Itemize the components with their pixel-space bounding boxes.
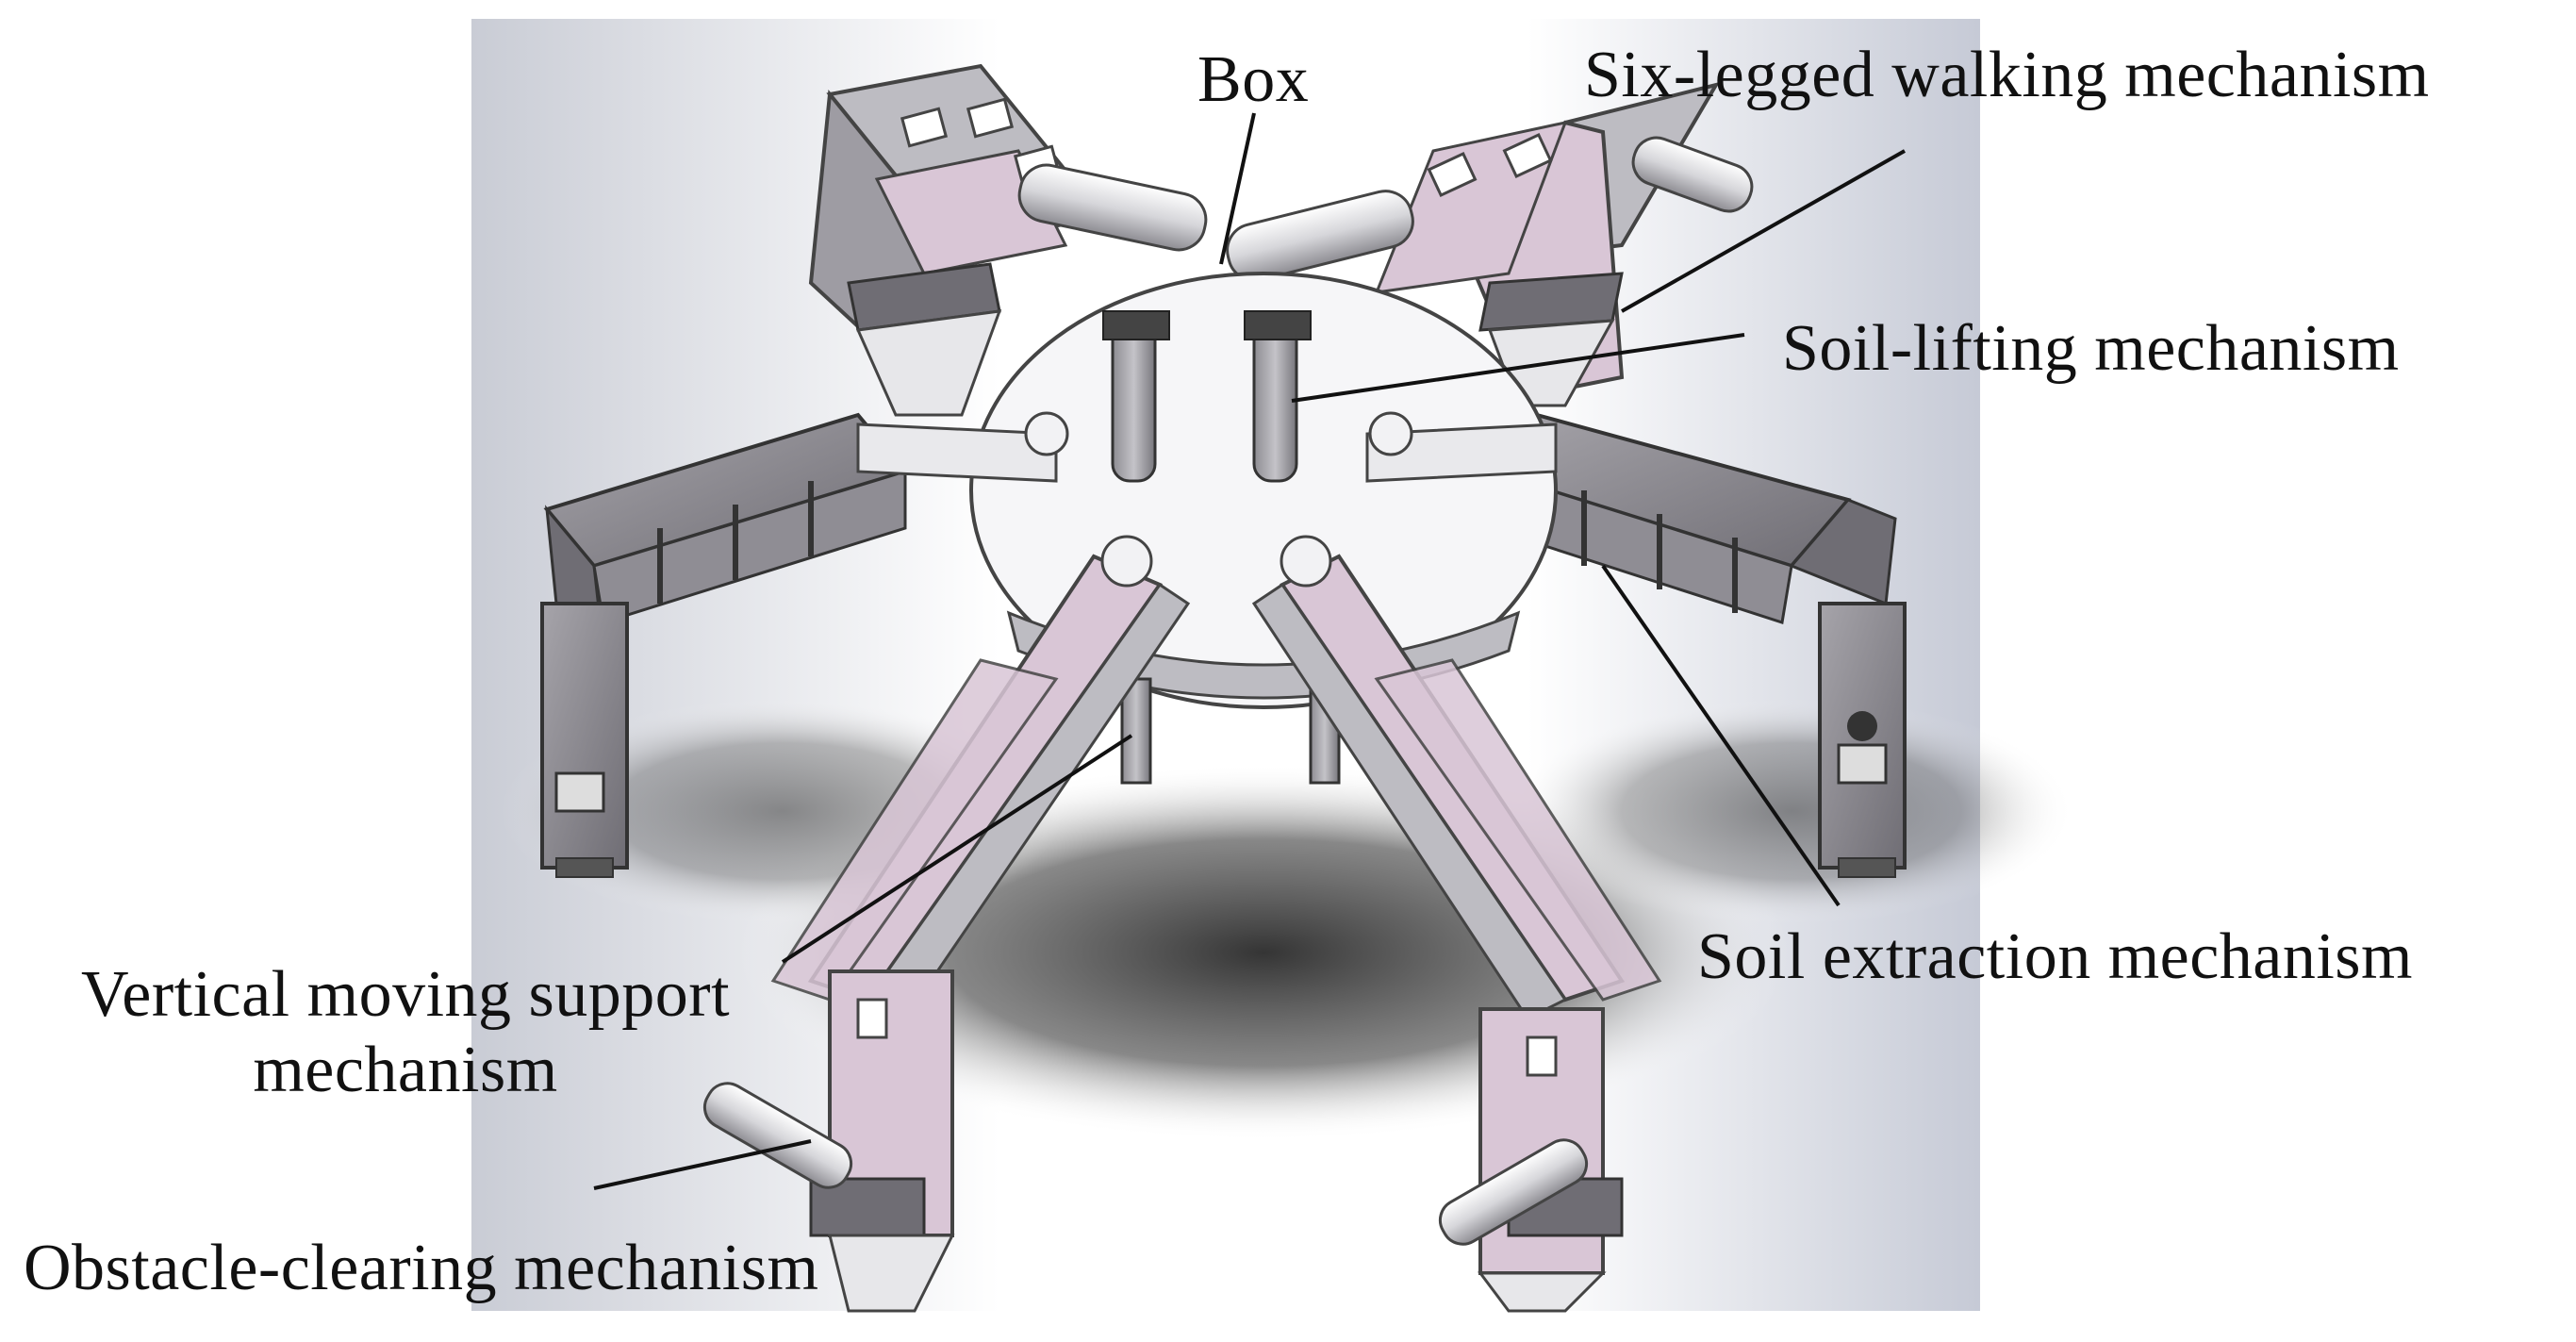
- label-six-legged-walking-mechanism: Six-legged walking mechanism: [1584, 39, 2430, 111]
- leader-soil-lifting: [1291, 333, 1745, 403]
- label-vertical-moving-support-line1: Vertical moving support: [80, 958, 731, 1031]
- label-vertical-moving-support: Vertical moving support mechanism: [19, 957, 792, 1108]
- leader-box: [1219, 112, 1256, 265]
- label-soil-extraction-mechanism: Soil extraction mechanism: [1697, 920, 2413, 993]
- leader-soil-extraction: [1601, 564, 1841, 907]
- label-box: Box: [1197, 43, 1310, 116]
- label-soil-lifting-mechanism: Soil-lifting mechanism: [1782, 312, 2400, 385]
- label-vertical-moving-support-line2: mechanism: [253, 1034, 558, 1106]
- leader-six-legged: [1621, 149, 1906, 313]
- leader-lines: [593, 112, 1906, 1190]
- leg-left: [540, 412, 909, 878]
- leg-upper-right: [1226, 81, 1754, 407]
- ground-shadow-right: [1509, 698, 2074, 924]
- leader-obstacle-clearing: [593, 1139, 812, 1190]
- leg-upper-left: [808, 63, 1208, 417]
- leg-lower-left: [702, 535, 1191, 1313]
- leg-lower-right: [1251, 535, 1662, 1313]
- label-obstacle-clearing-mechanism: Obstacle-clearing mechanism: [24, 1232, 819, 1304]
- leader-vertical-support: [781, 734, 1133, 964]
